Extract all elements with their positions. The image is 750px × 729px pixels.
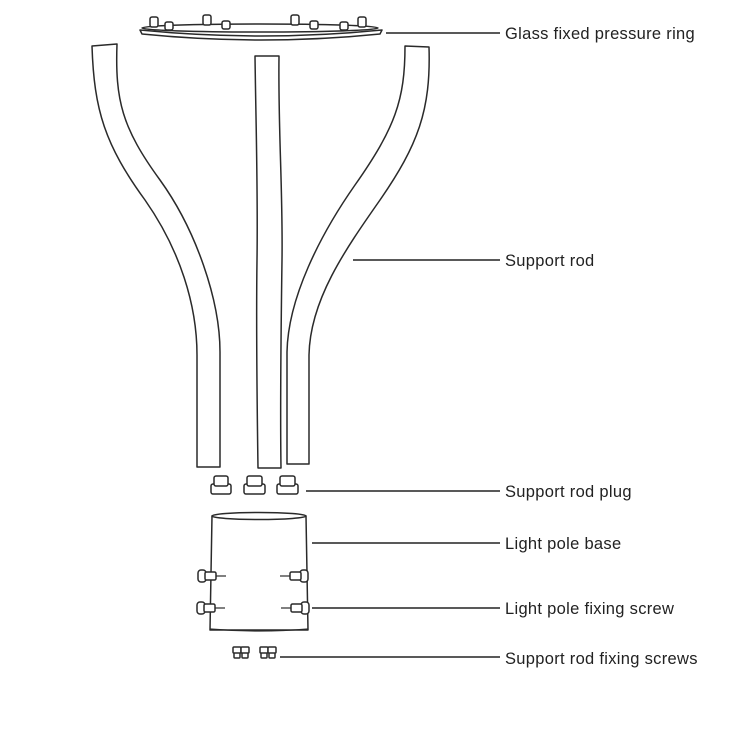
light-pole-fixing-screw-right-upper xyxy=(280,569,309,583)
light-pole-fixing-screw-left-upper xyxy=(197,569,226,583)
support-rod-center xyxy=(254,55,283,469)
glass-fixed-pressure-ring xyxy=(139,14,383,41)
support-rod-left xyxy=(91,43,221,468)
support-rods xyxy=(91,43,430,469)
leader-lines xyxy=(280,32,500,658)
support-rod-plug-2 xyxy=(243,475,266,495)
support-rod-plugs xyxy=(210,475,299,495)
label-support-rod-plug: Support rod plug xyxy=(505,483,632,501)
light-pole-base xyxy=(209,511,309,632)
labels: Glass fixed pressure ring Support rod Su… xyxy=(505,25,698,668)
label-support-rod: Support rod xyxy=(505,252,595,270)
rod-fixing-screw-1 xyxy=(232,646,242,659)
light-pole-fixing-screws xyxy=(196,569,310,615)
rod-fixing-screw-2 xyxy=(240,646,250,659)
rod-fixing-screw-4 xyxy=(267,646,277,659)
support-rod-fixing-screws xyxy=(232,646,277,659)
rod-fixing-screw-3 xyxy=(259,646,269,659)
label-light-pole-base: Light pole base xyxy=(505,535,621,553)
support-rod-plug-3 xyxy=(276,475,299,495)
label-glass-fixed-pressure-ring: Glass fixed pressure ring xyxy=(505,25,695,43)
light-pole-fixing-screw-left-lower xyxy=(196,601,225,615)
ring-studs xyxy=(149,14,367,31)
label-support-rod-fixing-screws: Support rod fixing screws xyxy=(505,650,698,668)
support-rod-right xyxy=(286,45,430,465)
label-light-pole-fixing-screw: Light pole fixing screw xyxy=(505,600,674,618)
light-pole-fixing-screw-right-lower xyxy=(281,601,310,615)
support-rod-plug-1 xyxy=(210,475,232,495)
